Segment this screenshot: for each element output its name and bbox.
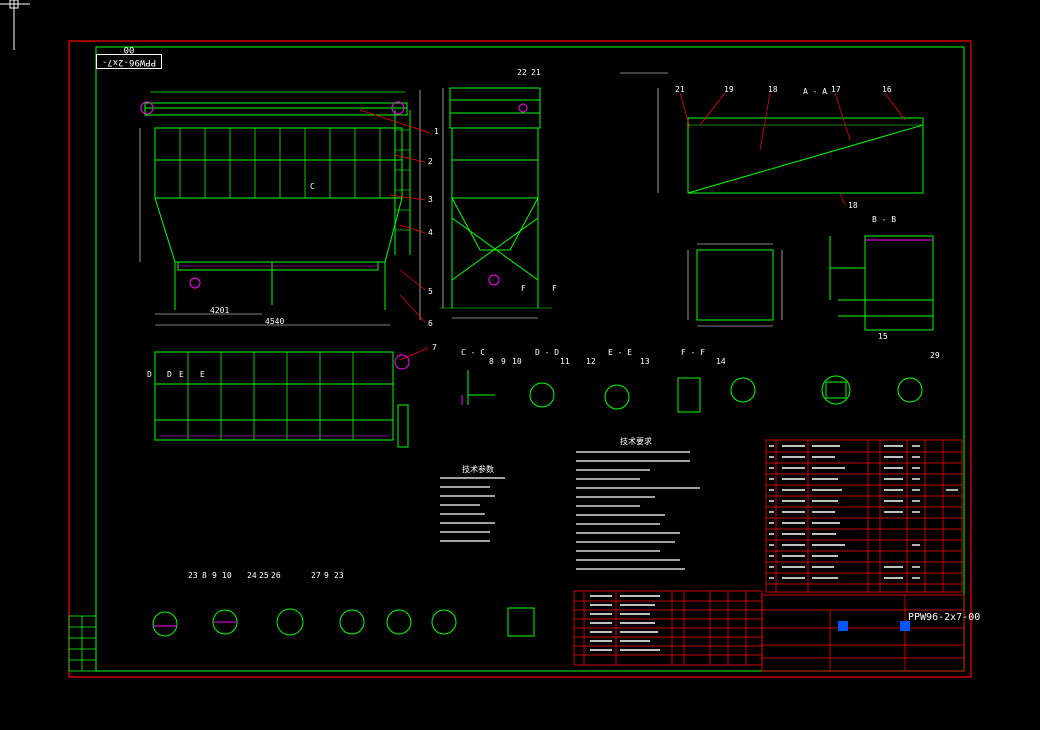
bottom-callout-9: 9 xyxy=(212,571,217,580)
bottom-callout-23b: 23 xyxy=(334,571,344,580)
side-view-magenta xyxy=(488,103,528,286)
drawing-code-titleblock: PPW96-2x7-00 xyxy=(908,612,981,623)
cad-crosshair-cursor xyxy=(0,0,30,50)
callout-4: 4 xyxy=(428,228,433,237)
detail-rect-view xyxy=(696,249,774,321)
aa-callout-19: 19 xyxy=(724,85,734,94)
bottom-callout-24: 24 xyxy=(247,571,257,580)
bottom-parts-text xyxy=(590,595,660,651)
bb-callout-15: 15 xyxy=(878,332,888,341)
section-bb-label: B - B xyxy=(872,215,897,224)
section-detail-row xyxy=(467,370,923,413)
callout-2: 2 xyxy=(428,157,433,166)
callout-6: 6 xyxy=(428,319,433,328)
bottom-callout-26: 26 xyxy=(271,571,281,580)
left-binding-table xyxy=(68,615,97,672)
section-cc-label: C - C xyxy=(461,348,486,357)
bottom-detail-magenta xyxy=(153,621,236,627)
plan-mark-d2: D xyxy=(167,370,172,379)
f-mark-right: F xyxy=(552,284,557,293)
side-view-dimensions xyxy=(442,88,538,319)
section-ee-label: E - E xyxy=(608,348,633,357)
tech-parameters-title: 技术参数 xyxy=(462,465,494,474)
drawing-code-top: PPW96-2x7-00 xyxy=(96,44,162,69)
section-ff-label: F - F xyxy=(681,348,706,357)
aa-callout-17: 17 xyxy=(831,85,841,94)
main-view-leaders xyxy=(359,109,431,361)
main-view-dimension-lines xyxy=(139,90,421,326)
callout-7: 7 xyxy=(432,343,437,352)
callout-5: 5 xyxy=(428,287,433,296)
plan-view-magenta xyxy=(160,354,410,437)
dim-width-overall: 4540 xyxy=(265,317,285,326)
title-block-marks xyxy=(838,621,910,631)
bottom-callout-9b: 9 xyxy=(324,571,329,580)
row-callout-8: 8 xyxy=(489,357,494,366)
detail-rect-dims xyxy=(687,243,783,327)
tech-requirements-title: 技术要求 xyxy=(620,437,652,446)
section-aa-leaders xyxy=(679,92,906,206)
bottom-callout-8: 8 xyxy=(202,571,207,580)
bottom-callout-27: 27 xyxy=(311,571,321,580)
callout-1: 1 xyxy=(434,127,439,136)
row-callout-13: 13 xyxy=(640,357,650,366)
dim-width-total: 4201 xyxy=(210,306,230,315)
row-callout-14: 14 xyxy=(716,357,726,366)
section-aa-view xyxy=(687,117,924,194)
bottom-callout-25: 25 xyxy=(259,571,269,580)
bottom-parts-table xyxy=(573,590,763,666)
plan-mark-e: E xyxy=(179,370,184,379)
plan-mark-d: D xyxy=(147,370,152,379)
row-callout-11: 11 xyxy=(560,357,570,366)
side-view xyxy=(440,87,552,309)
row-callout-29: 29 xyxy=(930,351,940,360)
section-bb-view xyxy=(829,235,934,331)
drawing-inner-frame xyxy=(95,46,965,672)
row-callout-10: 10 xyxy=(512,357,522,366)
parts-list-text xyxy=(769,445,958,579)
title-block xyxy=(761,594,965,672)
main-mark-c: C xyxy=(310,182,315,191)
callout-3: 3 xyxy=(428,195,433,204)
aa-callout-18b: 18 xyxy=(848,201,858,210)
parts-list-table xyxy=(765,439,963,593)
section-aa-dims xyxy=(620,72,668,193)
callout-22: 22 xyxy=(517,68,527,77)
section-aa-label: A - A xyxy=(803,87,828,96)
bottom-detail-row xyxy=(152,607,535,637)
callout-21: 21 xyxy=(531,68,541,77)
drawing-outer-frame xyxy=(68,40,972,678)
aa-callout-21: 21 xyxy=(675,85,685,94)
row-callout-9: 9 xyxy=(501,357,506,366)
plan-mark-e2: E xyxy=(200,370,205,379)
main-front-view xyxy=(144,91,411,310)
bottom-callout-10: 10 xyxy=(222,571,232,580)
aa-callout-18: 18 xyxy=(768,85,778,94)
aa-callout-16: 16 xyxy=(882,85,892,94)
plan-view xyxy=(154,351,409,448)
main-view-magenta-marks xyxy=(140,101,405,289)
bottom-callout-23: 23 xyxy=(188,571,198,580)
f-mark-left: F xyxy=(521,284,526,293)
tech-requirements-text xyxy=(576,451,700,570)
section-dd-label: D - D xyxy=(535,348,560,357)
tech-parameters-text xyxy=(440,477,505,542)
row-callout-12: 12 xyxy=(586,357,596,366)
